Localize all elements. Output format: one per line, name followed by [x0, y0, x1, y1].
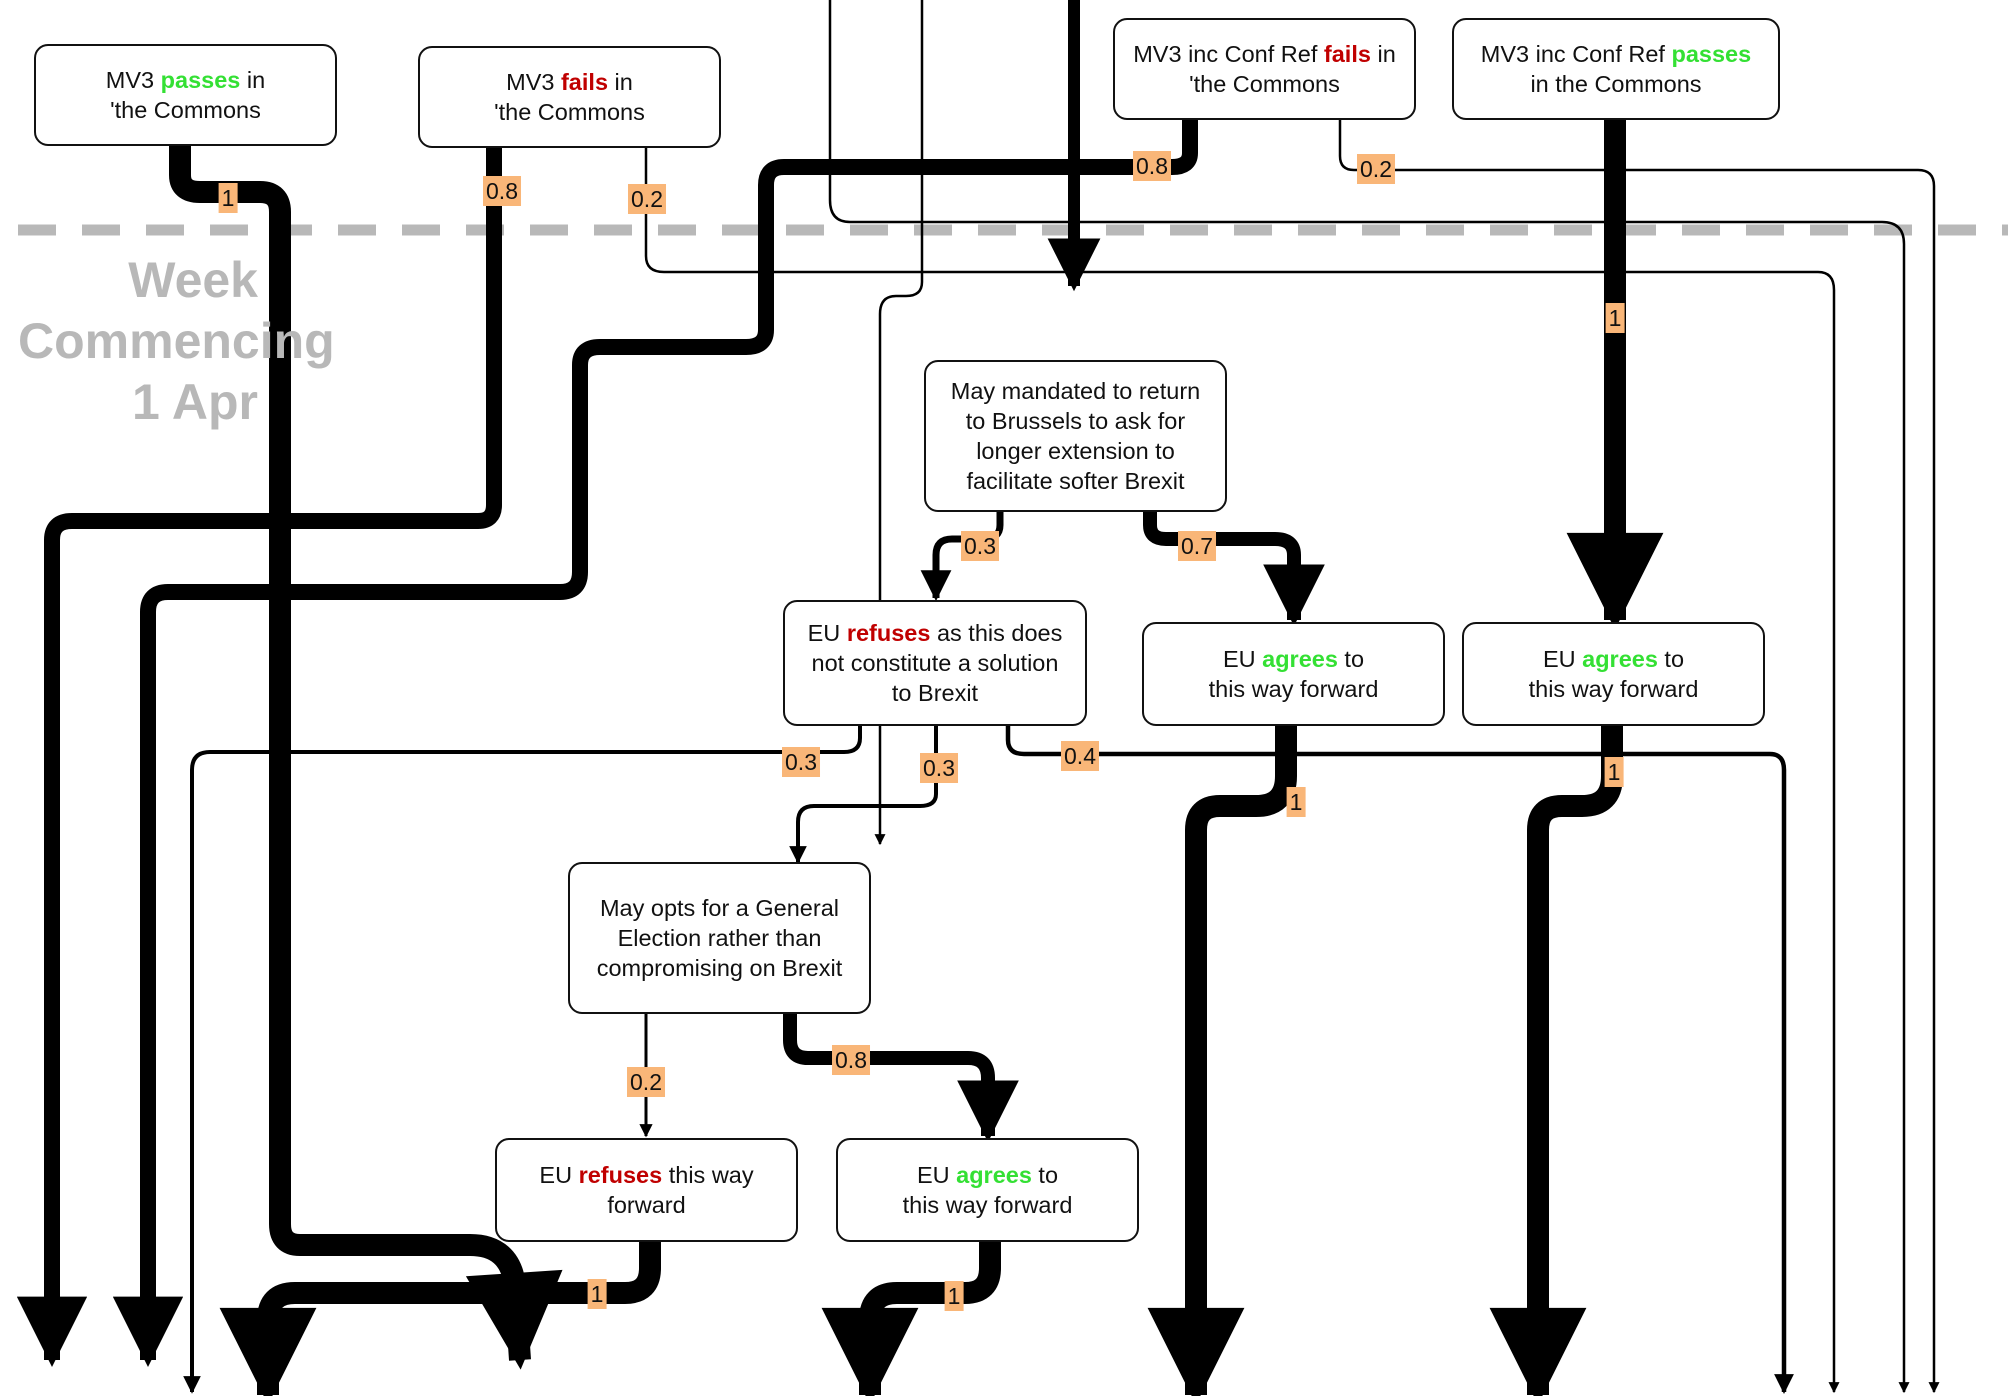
outcome-agrees: agrees: [1262, 646, 1338, 672]
probability-label: 0.4: [1061, 741, 1099, 771]
node-text: 'the Commons: [110, 97, 261, 123]
probability-label: 1: [1605, 303, 1625, 333]
week-label-line: Commencing: [18, 313, 335, 369]
node-eu-agrees-1: EU agrees to this way forward: [1142, 622, 1445, 726]
probability-label: 1: [1286, 787, 1306, 817]
probability-label: 0.3: [920, 753, 958, 783]
outcome-fails: fails: [1323, 41, 1371, 67]
node-text: EU: [1542, 646, 1583, 672]
node-text: EU: [539, 1162, 579, 1188]
probability-label: 0.3: [961, 531, 999, 561]
node-text: this way forward: [1208, 676, 1379, 702]
node-text: to Brexit: [891, 680, 979, 706]
node-mv3-conf-passes: MV3 inc Conf Ref passes in the Commons: [1452, 18, 1780, 120]
outcome-fails: fails: [560, 69, 609, 95]
node-text: compromising on Brexit: [596, 955, 843, 981]
flow-top-1: [828, 0, 1910, 1394]
probability-label: 0.8: [832, 1045, 870, 1075]
outcome-refuses: refuses: [846, 620, 931, 646]
node-text: May mandated to return: [950, 378, 1201, 404]
outcome-refuses: refuses: [578, 1162, 663, 1188]
node-text: EU: [1222, 646, 1263, 672]
node-text: to Brussels to ask for: [965, 408, 1186, 434]
flow-agree2-out: [1489, 726, 1623, 1396]
node-text: not constitute a solution: [811, 650, 1059, 676]
node-text: forward: [607, 1192, 686, 1218]
outcome-passes: passes: [1671, 41, 1752, 67]
node-eu-agrees-3: EU agrees to this way forward: [836, 1138, 1139, 1242]
probability-label: 1: [944, 1281, 964, 1311]
node-text: facilitate softer Brexit: [966, 468, 1185, 494]
node-text: May opts for a General: [599, 895, 839, 921]
flow-refuse-fwd-out: [219, 1240, 661, 1396]
probability-label: 0.8: [483, 176, 521, 206]
node-text: in: [1370, 41, 1396, 67]
node-text: in: [608, 69, 633, 95]
node-text: longer extension to: [976, 438, 1175, 464]
node-mv3-fails: MV3 fails in 'the Commons: [418, 46, 721, 148]
node-text: this way: [662, 1162, 754, 1188]
probability-label: 0.3: [782, 747, 820, 777]
node-text: 'the Commons: [1189, 71, 1340, 97]
node-text: 'the Commons: [494, 99, 645, 125]
probability-label: 1: [218, 183, 238, 213]
node-may-general-election: May opts for a General Election rather t…: [568, 862, 871, 1014]
probability-label: 0.8: [1133, 151, 1171, 181]
week-commencing-label: Week Commencing 1 Apr: [18, 250, 335, 433]
week-label-line: Week: [128, 252, 258, 308]
flow-agree1-out: [1147, 726, 1297, 1396]
node-text: EU: [807, 620, 847, 646]
node-text: MV3: [105, 67, 161, 93]
flow-refuse-c: [1005, 726, 1794, 1394]
node-text: MV3 inc Conf Ref: [1133, 41, 1324, 67]
outcome-agrees: agrees: [1582, 646, 1658, 672]
flow-mv3-fails-b: [644, 146, 1840, 1394]
node-text: this way forward: [1528, 676, 1699, 702]
flow-conf-fails-a: [112, 120, 1198, 1368]
node-text: Election rather than: [617, 925, 822, 951]
probability-label: 0.7: [1178, 531, 1216, 561]
probability-label: 0.2: [1357, 154, 1395, 184]
node-mv3-conf-fails: MV3 inc Conf Ref fails in 'the Commons: [1113, 18, 1416, 120]
node-text: MV3 inc Conf Ref: [1480, 41, 1672, 67]
node-eu-refuses-solution: EU refuses as this does not constitute a…: [783, 600, 1087, 726]
node-may-mandated: May mandated to return to Brussels to as…: [924, 360, 1227, 512]
probability-label: 1: [1604, 757, 1624, 787]
outcome-passes: passes: [160, 67, 241, 93]
flow-mandated-agree: [1143, 512, 1325, 627]
node-text: in the Commons: [1530, 71, 1702, 97]
flow-refuse-b: [789, 726, 938, 864]
node-eu-agrees-2: EU agrees to this way forward: [1462, 622, 1765, 726]
flow-agree3-out: [821, 1240, 1001, 1396]
node-mv3-passes: MV3 passes in 'the Commons: [34, 44, 337, 146]
probability-label: 1: [587, 1279, 607, 1309]
node-text: to: [1657, 646, 1685, 672]
node-text: to: [1031, 1162, 1059, 1188]
flow-refuse-a: [183, 726, 862, 1394]
outcome-agrees: agrees: [956, 1162, 1032, 1188]
flow-conf-fails-b: [1338, 120, 1940, 1394]
probability-label: 0.2: [627, 1067, 665, 1097]
week-label-line: 1 Apr: [132, 374, 258, 430]
node-text: this way forward: [902, 1192, 1073, 1218]
node-eu-refuses-forward: EU refuses this way forward: [495, 1138, 798, 1242]
flow-mv3-passes: [169, 145, 563, 1370]
node-text: as this does: [930, 620, 1063, 646]
flow-ge-agree: [783, 1014, 1019, 1143]
probability-label: 0.2: [628, 184, 666, 214]
node-text: EU: [916, 1162, 957, 1188]
flow-top-2: [874, 0, 924, 846]
node-text: to: [1337, 646, 1365, 672]
node-text: MV3: [506, 69, 561, 95]
flow-mv3-fails-a: [16, 146, 502, 1368]
node-text: in: [240, 67, 266, 93]
